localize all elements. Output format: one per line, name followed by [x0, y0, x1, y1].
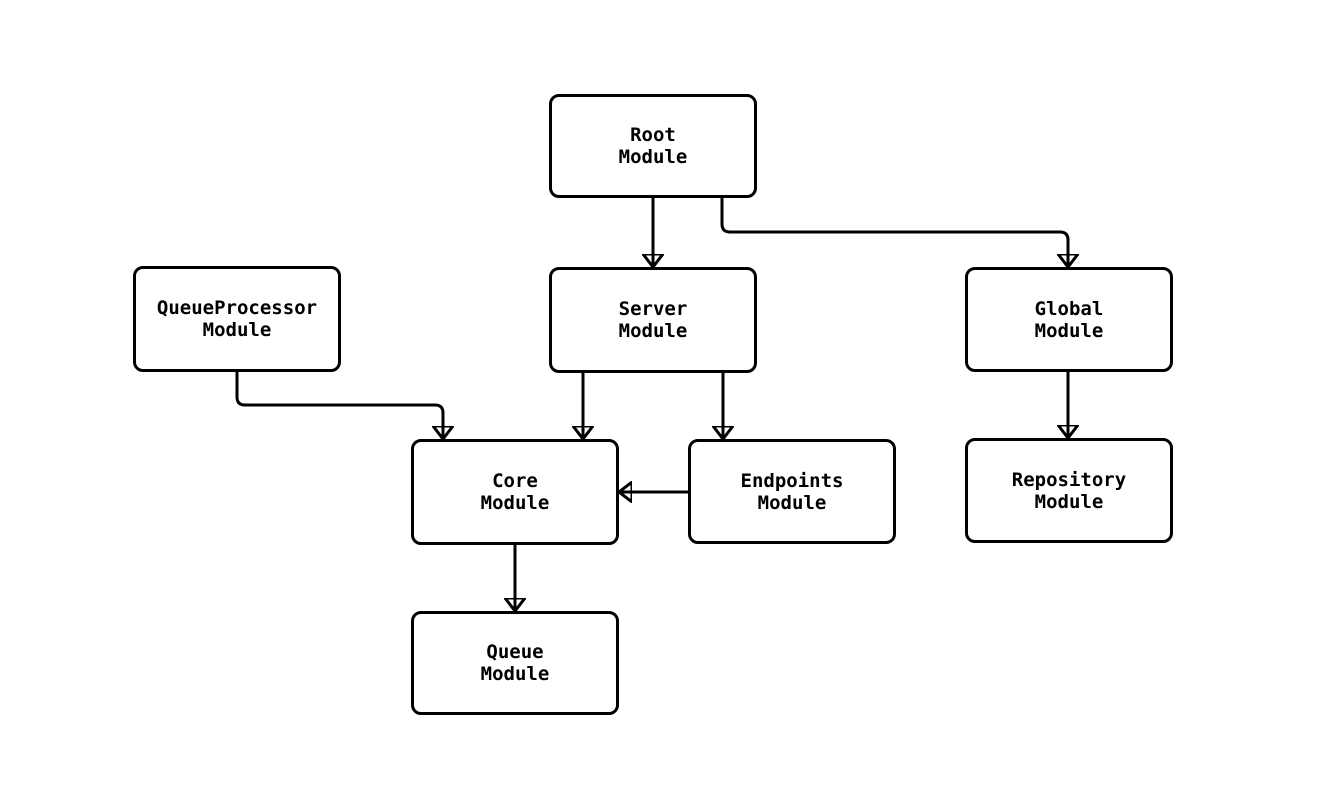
node-repository-module-label: Repository Module	[1011, 468, 1127, 513]
node-server-module-label: Server Module	[618, 298, 688, 342]
node-server-module: Server Module	[549, 267, 757, 373]
node-global-module-label: Global Module	[1034, 297, 1104, 342]
node-queue-module: Queue Module	[411, 611, 619, 715]
node-endpoints-module: Endpoints Module	[688, 439, 896, 544]
node-endpoints-module-label: Endpoints Module	[740, 469, 844, 514]
node-queueprocessor-module-label: QueueProcessor Module	[156, 297, 318, 341]
edge-root-to-global	[720, 198, 1068, 267]
node-global-module: Global Module	[965, 267, 1173, 372]
node-root-module-label: Root Module	[618, 124, 688, 168]
node-repository-module: Repository Module	[965, 438, 1173, 543]
node-root-module: Root Module	[549, 94, 757, 198]
node-queueprocessor-module: QueueProcessor Module	[133, 266, 341, 372]
node-core-module-label: Core Module	[480, 470, 550, 514]
edge-queueprocessor-to-core	[235, 372, 443, 439]
node-queue-module-label: Queue Module	[480, 641, 550, 685]
node-core-module: Core Module	[411, 439, 619, 545]
